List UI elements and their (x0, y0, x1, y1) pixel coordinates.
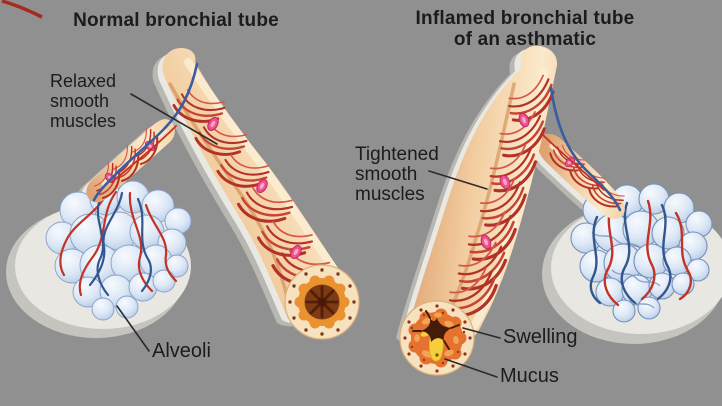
blue-vessel (92, 62, 199, 202)
swelling-blobs (414, 312, 459, 358)
left-title: Normal bronchial tube (73, 10, 279, 31)
right-vessels (541, 86, 622, 212)
label-line: muscles (50, 111, 117, 131)
label-line: Tightened (355, 144, 439, 165)
alveoli-capillaries-blue (589, 201, 672, 305)
red-vessel (111, 125, 177, 183)
tube-highlight (184, 58, 344, 282)
left-cross-section (284, 264, 360, 340)
right-title-line1: Inflamed bronchial tube (415, 8, 635, 29)
tightened-muscles-pointer (428, 170, 488, 190)
label-line: Relaxed (50, 71, 117, 91)
wall-dots (403, 304, 472, 373)
relaxed-muscles-label: Relaxed smooth muscles (50, 71, 116, 131)
right-title: Inflamed bronchial tube of an asthmatic (385, 8, 665, 50)
label-line: smooth (50, 91, 110, 111)
lumen-center (317, 297, 327, 307)
mucus-pointer (444, 358, 498, 378)
swelling-pointer (462, 327, 501, 339)
relaxed-muscles-pointer (130, 93, 218, 145)
left-alveoli-cluster (6, 180, 192, 338)
left-vessels (92, 62, 199, 202)
blue-vessel (549, 86, 622, 212)
right-alveoli-cluster (542, 183, 722, 344)
mucus-label: Mucus (500, 365, 559, 387)
constricted-lumen (421, 318, 451, 342)
left-illustration (6, 48, 360, 340)
label-line: smooth (355, 164, 418, 185)
right-cross-section (399, 300, 475, 376)
alveoli-capillaries-red (59, 190, 178, 297)
lumen-arms (412, 310, 460, 350)
right-title-line2: of an asthmatic (453, 29, 597, 50)
wall-dots (288, 268, 356, 336)
label-line: muscles (355, 184, 425, 205)
mucus-dot (435, 353, 439, 357)
alveoli-pointer (116, 305, 150, 352)
tightened-muscles-label: Tightened smooth muscles (355, 145, 439, 205)
right-illustration (396, 45, 722, 376)
swelling-label: Swelling (503, 326, 578, 348)
alveoli-label: Alveoli (152, 340, 211, 362)
alveoli-capillaries-red (603, 199, 692, 307)
alveoli-capillaries-blue (88, 191, 152, 297)
cropped-vessel-top-left (1, 0, 43, 19)
tube-shade-edge (440, 82, 516, 330)
pointer-lines (116, 93, 501, 378)
red-vessel (541, 133, 605, 191)
mucosa-dots (410, 311, 466, 365)
